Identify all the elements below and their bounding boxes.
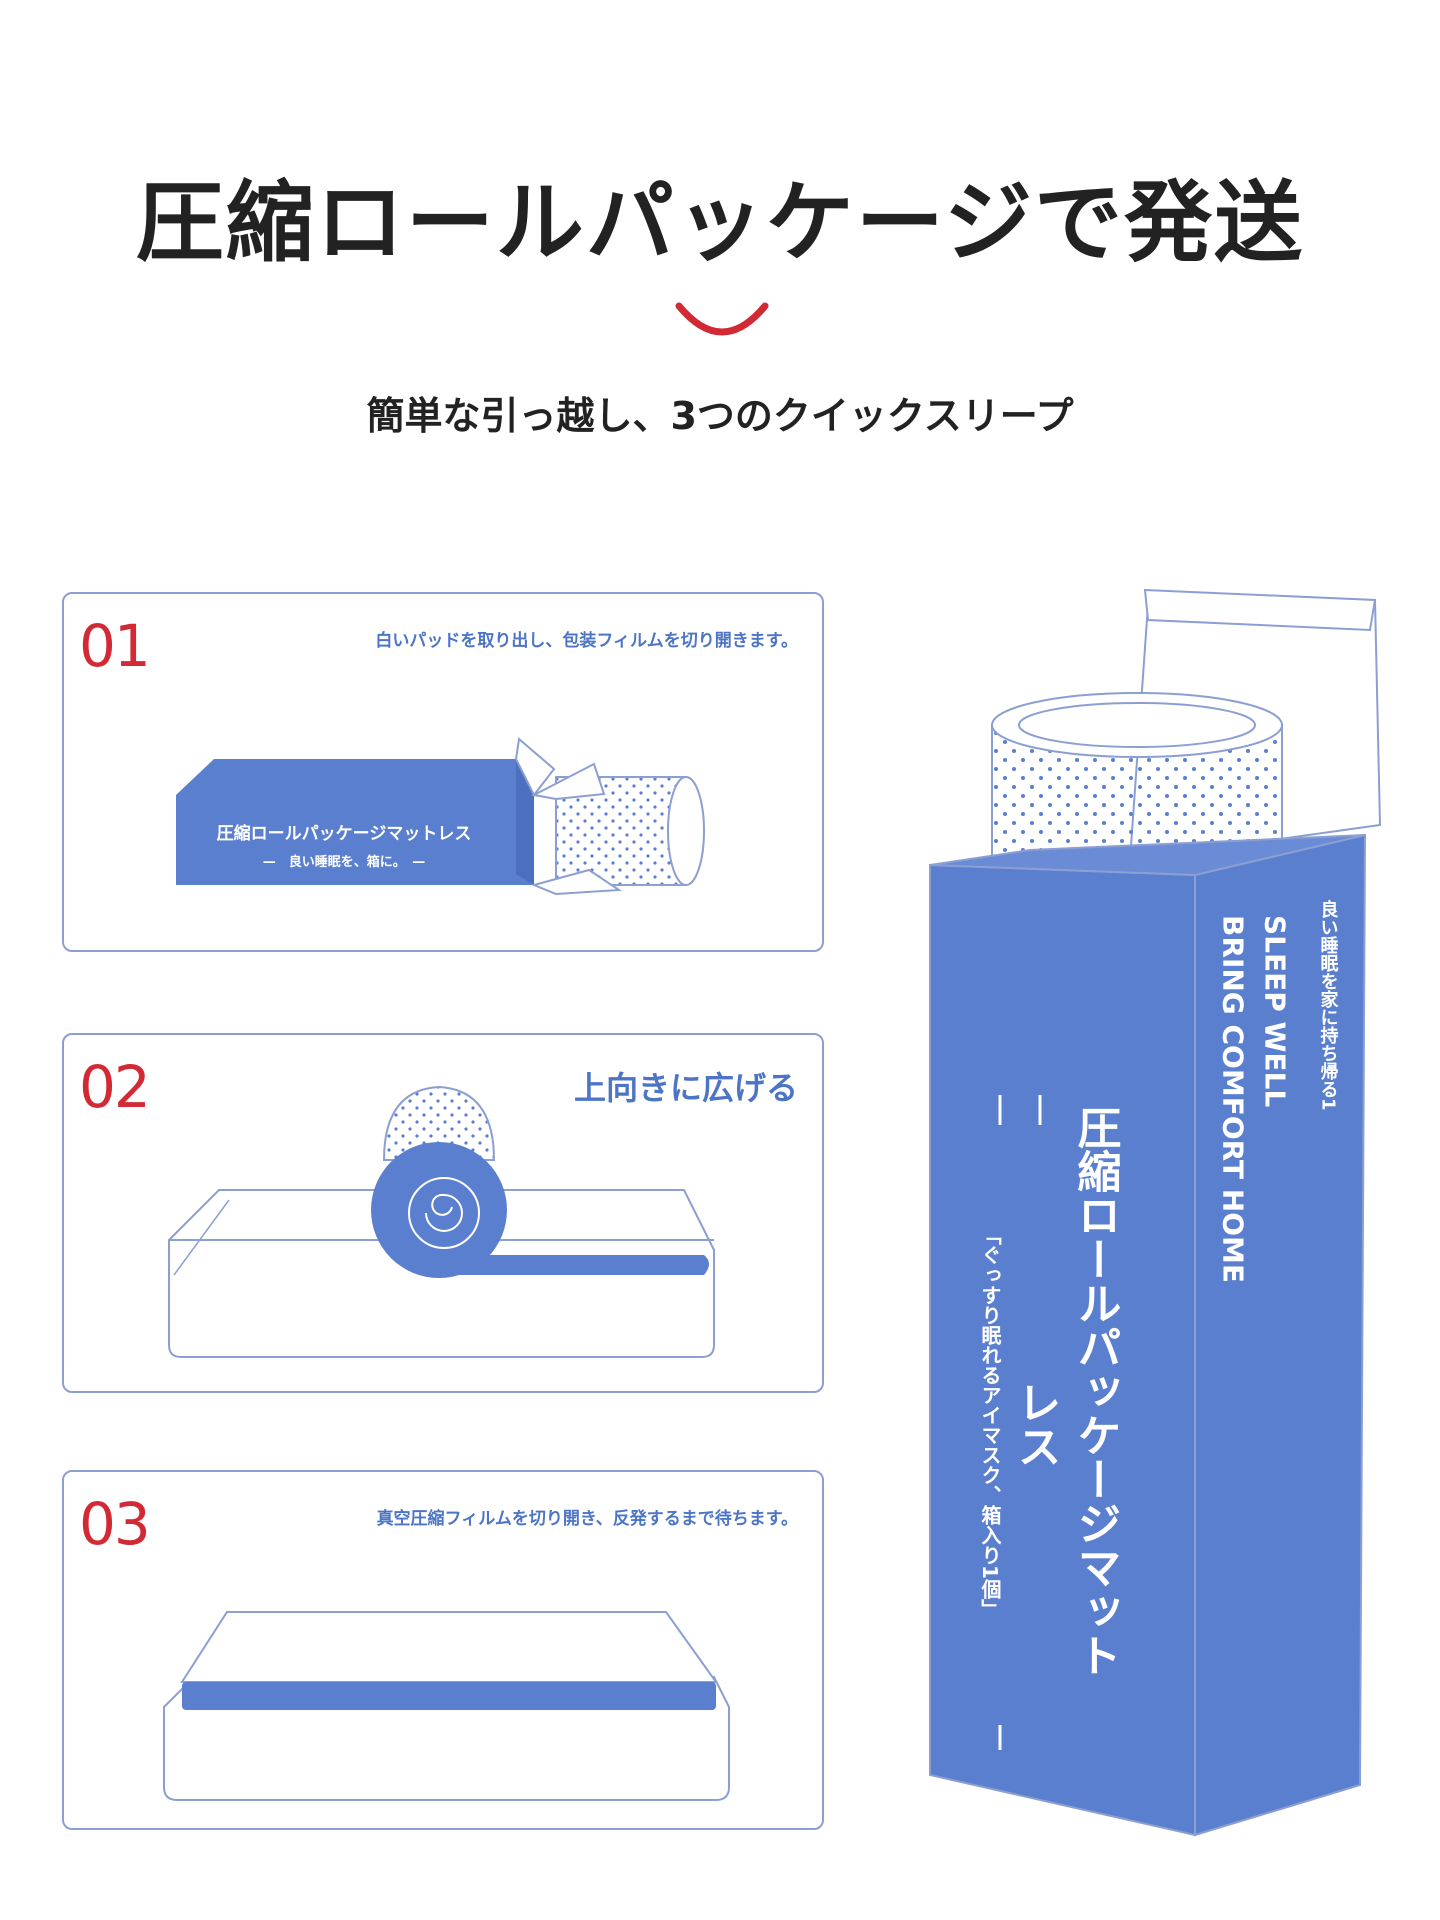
page-subtitle: 簡単な引っ越し、3つのクイックスリープ <box>366 394 1074 438</box>
box-with-roll-illustration: 圧縮ロールパッケージマット レス 「ぐっすり眠れるアイマスク、箱入り1個」 SL… <box>929 588 1382 1837</box>
big-box-title-line1: 圧縮ロールパッケージマット <box>1070 1105 1122 1677</box>
smile-decoration <box>675 302 769 336</box>
package-illustration: 圧縮ロールパッケージマットレス — 良い睡眠を、箱に。 — <box>176 737 705 896</box>
expanded-mattress-illustration <box>163 1611 730 1801</box>
big-box-english-2: BRING COMFORT HOME <box>1217 915 1250 1283</box>
unrolling-illustration <box>168 1085 715 1358</box>
step-number: 01 <box>79 612 151 680</box>
big-box-title-line2: レス <box>1010 1380 1061 1468</box>
step-number: 02 <box>79 1053 151 1121</box>
step-number: 03 <box>79 1490 151 1558</box>
step-caption: 白いパッドを取り出し、包装フィルムを切り開きます。 <box>375 631 798 651</box>
page-title: 圧縮ロールパッケージで発送 <box>135 171 1305 274</box>
step-caption: 上向きに広げる <box>573 1069 798 1107</box>
step-card-2: 02 上向きに広げる <box>62 1033 824 1393</box>
step-caption: 真空圧縮フィルムを切り開き、反発するまで待ちます。 <box>376 1509 798 1529</box>
small-box-label: 圧縮ロールパッケージマットレス <box>217 823 472 844</box>
big-box-side-text: 良い睡眠を家に持ち帰る1 <box>1318 899 1339 1111</box>
step-card-3: 03 真空圧縮フィルムを切り開き、反発するまで待ちます。 <box>62 1470 824 1830</box>
big-box-subtitle: 「ぐっすり眠れるアイマスク、箱入り1個」 <box>978 1225 1002 1619</box>
step-card-1: 01 白いパッドを取り出し、包装フィルムを切り開きます。 圧縮ロールパッケージマ… <box>62 592 824 952</box>
big-box-english-1: SLEEP WELL <box>1259 915 1292 1107</box>
small-box-tagline: — 良い睡眠を、箱に。 — <box>263 854 426 870</box>
